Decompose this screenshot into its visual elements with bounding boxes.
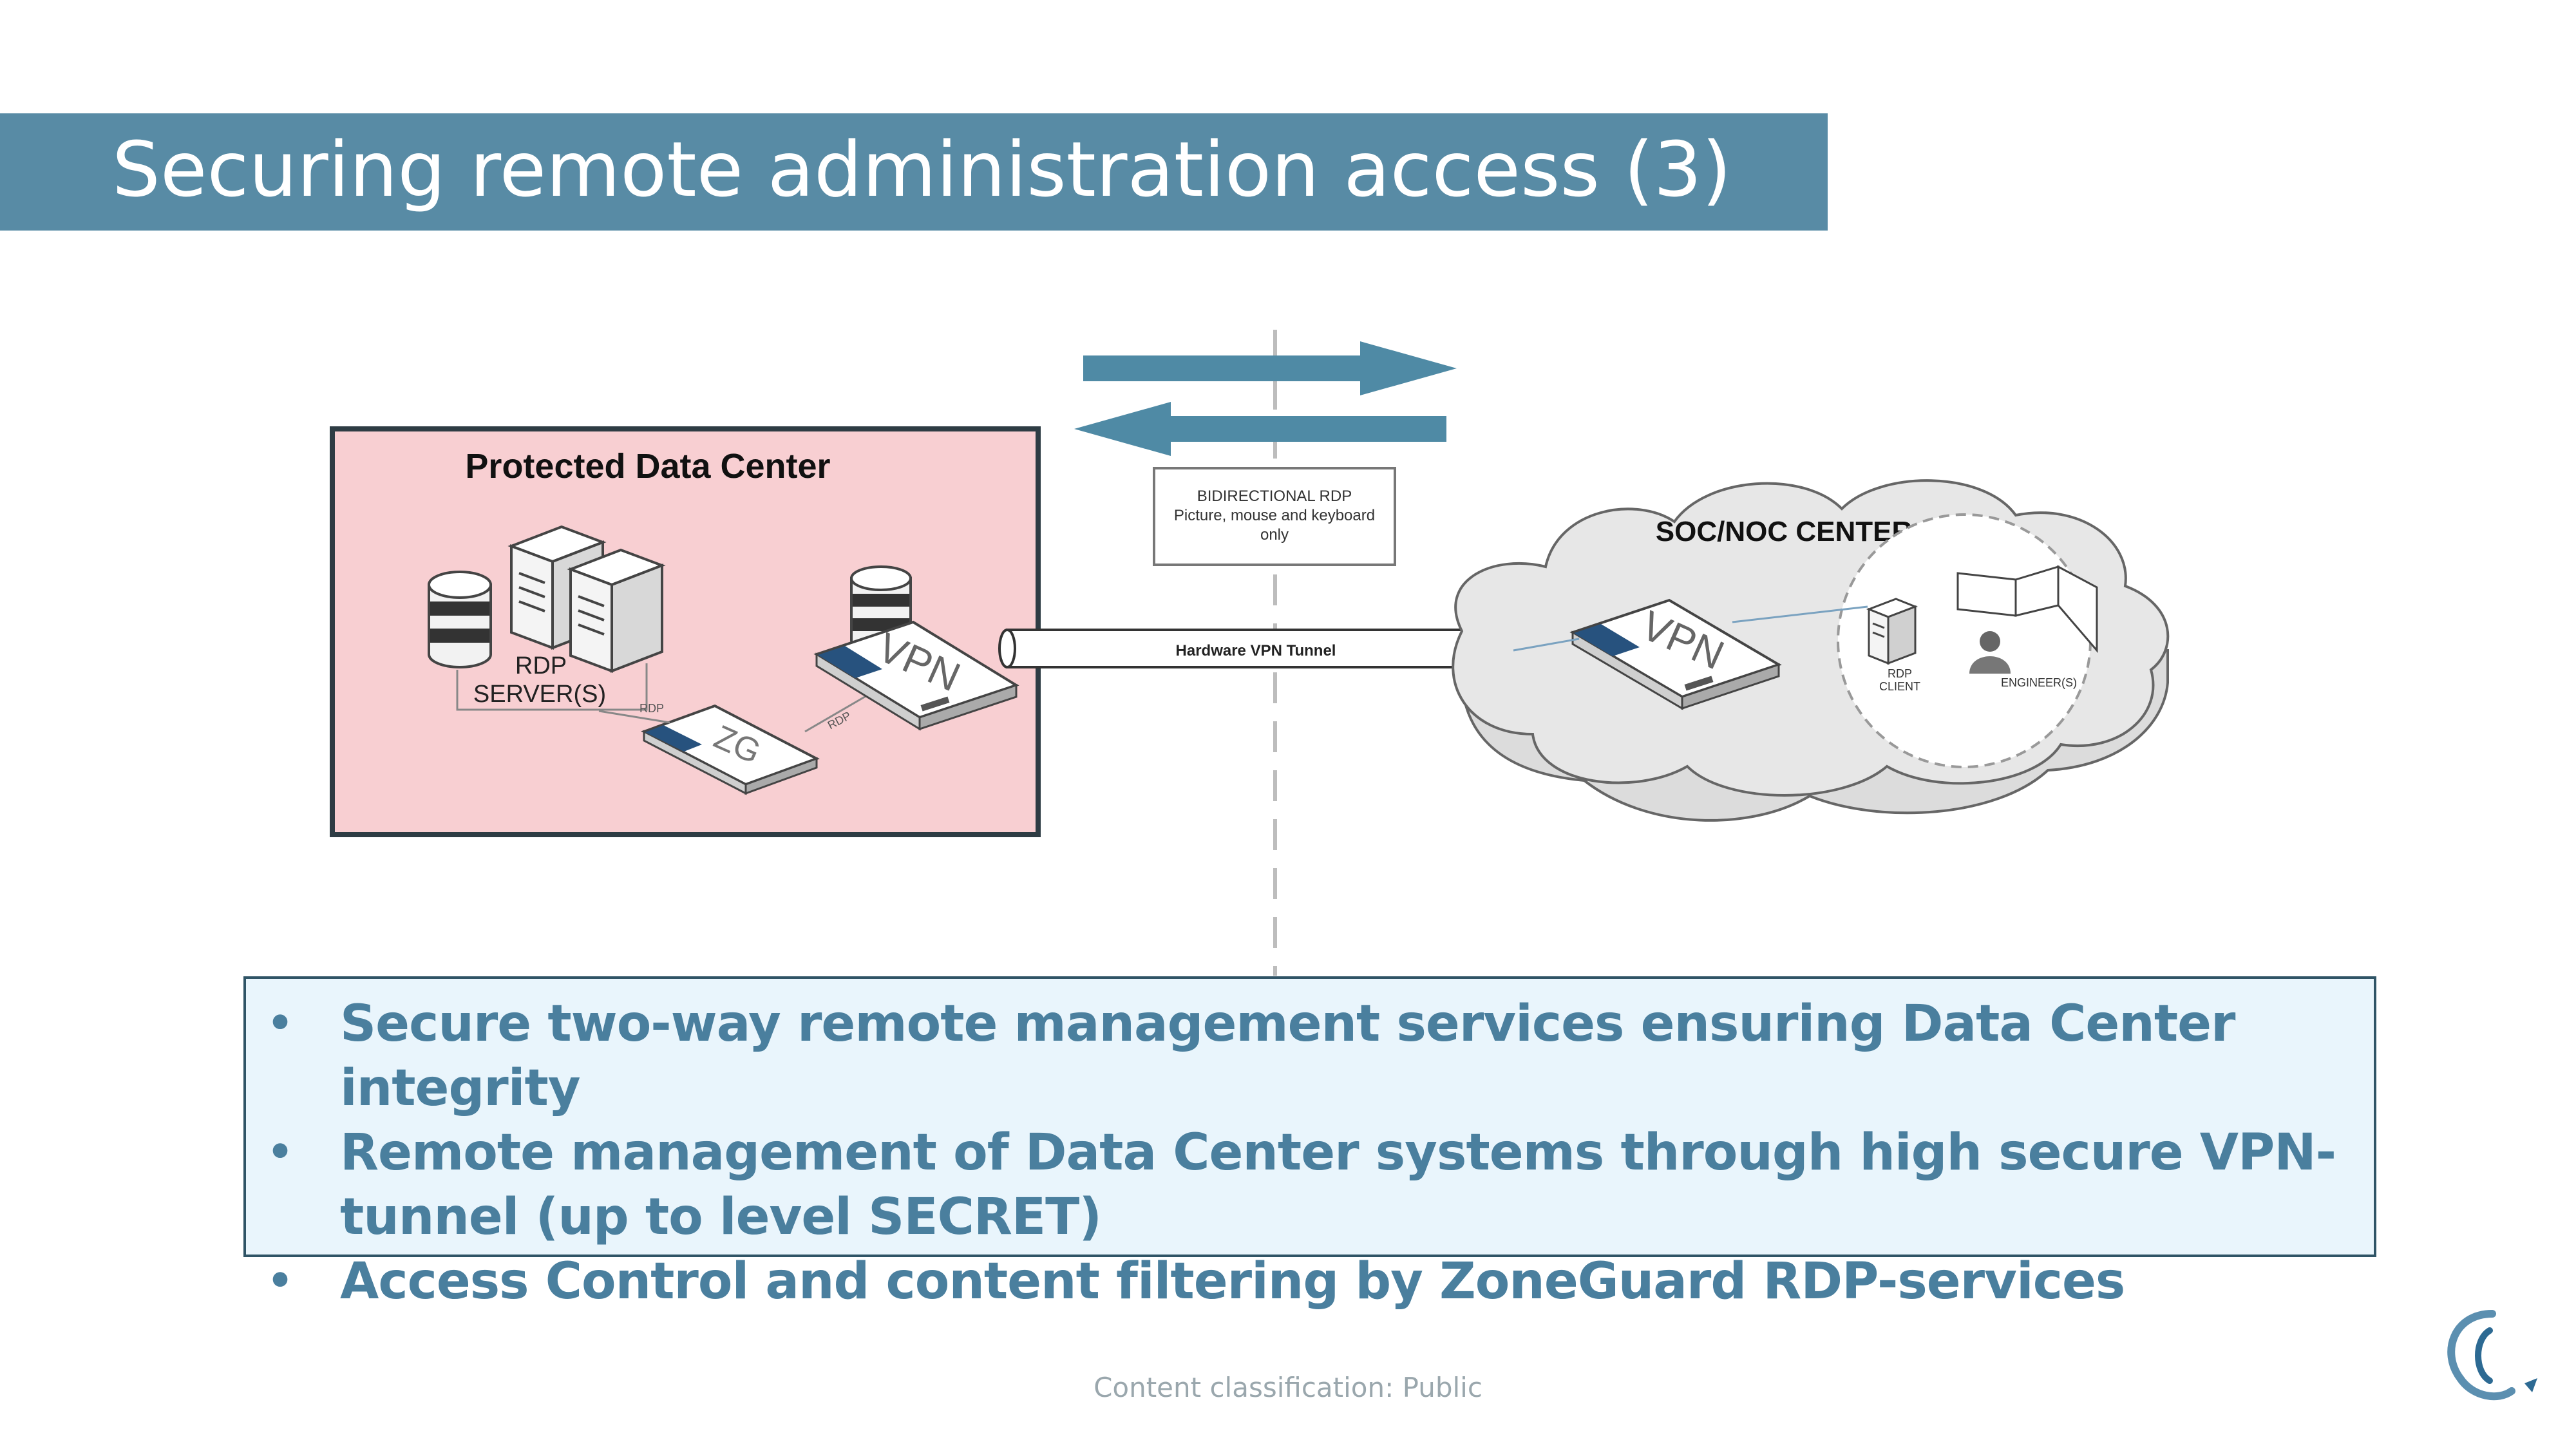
engineer-icon xyxy=(1956,565,2098,674)
network-diagram: BIDIRECTIONAL RDP Picture, mouse and key… xyxy=(330,330,2170,976)
slide-title: Securing remote administration access (3… xyxy=(112,125,1732,214)
bullet-item: • Access Control and content filtering by… xyxy=(246,1249,2374,1314)
tunnel-label: Hardware VPN Tunnel xyxy=(1176,642,1336,659)
rdp-servers-label-2: SERVER(S) xyxy=(473,681,606,708)
arrow-right-icon xyxy=(1083,341,1457,395)
rdp-client-icon xyxy=(1866,598,1918,665)
bullet-dot: • xyxy=(265,995,295,1053)
soc-noc-label: SOC/NOC CENTER xyxy=(1656,516,1912,547)
data-center-label: Protected Data Center xyxy=(465,447,830,486)
bullet-text: Remote management of Data Center systems… xyxy=(340,1124,2336,1246)
vpn-appliance-left: VPN xyxy=(813,620,1019,731)
bidirectional-rdp-box xyxy=(1153,467,1396,566)
rdp-servers-bracket xyxy=(456,663,648,711)
tunnel-to-vpn-link xyxy=(1513,638,1580,652)
bullet-item: • Remote management of Data Center system… xyxy=(246,1121,2374,1249)
bidir-line3: only xyxy=(1260,526,1289,544)
bullet-item: • Secure two-way remote management servic… xyxy=(246,992,2374,1121)
title-bar xyxy=(0,113,1828,231)
company-logo-icon xyxy=(2447,1310,2537,1401)
bullet-box: • Secure two-way remote management servic… xyxy=(243,976,2376,1311)
rdp-servers-label-1: RDP xyxy=(515,652,567,679)
rdp-client-label-2: CLIENT xyxy=(1879,680,1920,693)
bullet-text: Access Control and content filtering by … xyxy=(340,1253,2125,1311)
zoneguard-appliance: ZG xyxy=(641,704,820,795)
bidir-line1: BIDIRECTIONAL RDP xyxy=(1197,488,1352,505)
bullet-list: • Secure two-way remote management servic… xyxy=(246,979,2374,1314)
bullet-dot: • xyxy=(265,1124,295,1182)
rdp-client-label-1: RDP xyxy=(1888,667,1912,680)
server-icon xyxy=(567,548,666,673)
vpn-tunnel: Hardware VPN Tunnel xyxy=(998,629,1515,668)
engineers-label: ENGINEER(S) xyxy=(2001,676,2077,689)
rdp-link xyxy=(598,710,670,724)
rdp-link xyxy=(804,689,876,733)
bullet-text: Secure two-way remote management service… xyxy=(340,995,2235,1117)
arrow-left-icon xyxy=(1074,402,1446,456)
rdp-link-label-1: RDP xyxy=(639,702,664,715)
bidir-line2: Picture, mouse and keyboard xyxy=(1174,507,1375,524)
database-icon xyxy=(428,571,492,668)
vpn-appliance-right: VPN xyxy=(1569,598,1782,710)
footer-classification: Content classification: Public xyxy=(1094,1372,1482,1403)
vpn-to-client-link xyxy=(1732,605,1868,623)
bullet-dot: • xyxy=(265,1253,295,1311)
